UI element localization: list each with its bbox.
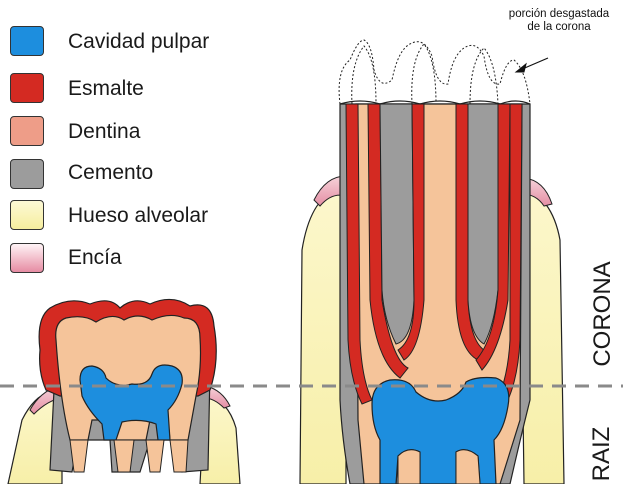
left-root-tips (70, 440, 188, 472)
legend-label-gum: Encía (68, 247, 122, 268)
worn-crown-annotation-line2: de la corona (496, 21, 622, 34)
worn-cusp-3 (470, 48, 498, 104)
legend-swatch-bone (10, 200, 44, 230)
worn-crown-annotation: porción desgastada de la corona (496, 8, 622, 33)
legend-swatch-cementum (10, 159, 44, 189)
annotation-arrowhead (516, 64, 526, 72)
worn-crown-annotation-line1: porción desgastada (496, 8, 622, 21)
legend-swatch-dentin (10, 116, 44, 146)
legend-label-pulp: Cavidad pulpar (68, 31, 209, 52)
right-alveolar-bone-left (300, 190, 346, 484)
hypsodont-tooth (300, 40, 564, 484)
brachydont-tooth (8, 299, 240, 484)
legend-swatch-enamel (10, 73, 44, 103)
legend-swatch-pulp (10, 26, 44, 56)
right-cementum-fold-2 (468, 104, 498, 344)
legend-label-bone: Hueso alveolar (68, 205, 208, 226)
right-cementum-fold-1 (380, 104, 414, 344)
legend-swatch-gum (10, 243, 44, 273)
legend-label-enamel: Esmalte (68, 78, 144, 99)
legend-label-dentin: Dentina (68, 121, 140, 142)
legend-label-cementum: Cemento (68, 162, 153, 183)
worn-cusp-2 (412, 44, 436, 104)
worn-crown-outline (339, 40, 530, 104)
region-label-crown: CORONA (589, 259, 617, 369)
region-label-root: RAIZ (588, 424, 616, 484)
